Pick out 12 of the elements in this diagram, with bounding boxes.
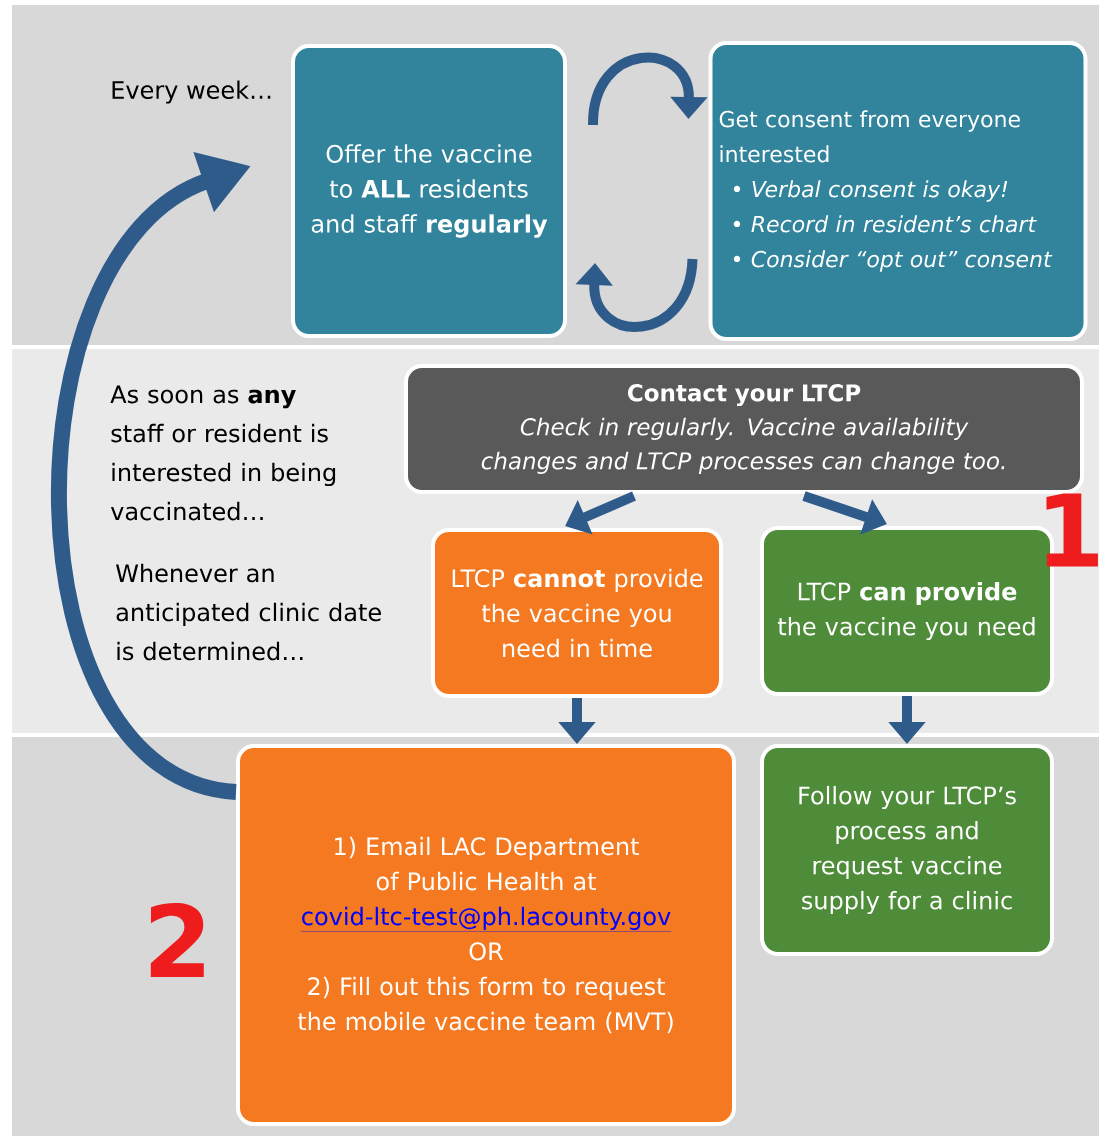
note-text: Every week… bbox=[112, 80, 271, 104]
process-box: Get consent from everyone interested • Verbal consent is okay! • Record in resident’s chart • Consider “opt out” consent bbox=[708, 41, 1088, 341]
arrow bbox=[575, 258, 698, 332]
process-box: Contact your LTCP Check in regularly. Vaccine availability changes and LTCP processes can change too. bbox=[404, 364, 1084, 494]
process-box: Follow your LTCP’s process and request vaccine supply for a clinic bbox=[760, 744, 1054, 956]
process-box: LTCP cannot provide the vaccine you need in time bbox=[431, 528, 723, 698]
process-box: Offer the vaccine to ALL residents and staff regularly bbox=[291, 44, 567, 338]
note-text: Whenever an anticipated clinic date is determined… bbox=[116, 563, 381, 661]
arrow bbox=[588, 52, 708, 126]
note-text: As soon as any staff or resident is interested in being vaccinated… bbox=[110, 385, 336, 521]
step-number: 2 bbox=[150, 902, 204, 978]
process-box: 1) Email LAC Department of Public Health at covid-ltc-test@ph.lacounty.gov OR 2) Fill out this form to request the mobile vaccine team (MVT) bbox=[236, 744, 736, 1126]
